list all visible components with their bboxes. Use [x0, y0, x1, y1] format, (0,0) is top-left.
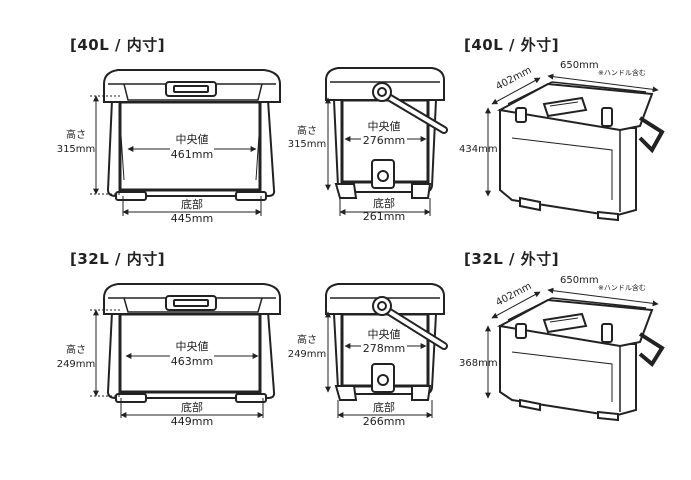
- cooler-32l-side-view: [325, 283, 448, 401]
- header-32l-inner: [32L / 内寸]: [70, 250, 166, 268]
- label-40l-front-center: 中央値: [176, 133, 209, 146]
- label-32l-front-center: 中央値: [176, 340, 209, 353]
- value-32l-side-bottom: 266mm: [363, 415, 405, 428]
- dims-32l-outer: [485, 287, 659, 399]
- label-40l-side-height: 高さ: [297, 124, 317, 137]
- note-32l-outer-width: ※ハンドル含む: [598, 283, 646, 292]
- label-40l-front-bottom: 底部: [181, 197, 203, 211]
- value-32l-outer-height: 368mm: [459, 358, 498, 369]
- value-40l-side-bottom: 261mm: [363, 210, 405, 223]
- value-32l-outer-width: 650mm: [560, 275, 599, 286]
- cooler-32l-isometric-view: [496, 297, 665, 422]
- value-32l-side-height: 249mm: [288, 349, 327, 360]
- value-32l-front-center: 463mm: [171, 355, 213, 368]
- value-40l-front-bottom: 445mm: [171, 212, 213, 225]
- header-40l-inner: [40L / 内寸]: [70, 36, 166, 54]
- value-40l-outer-height: 434mm: [459, 144, 498, 155]
- label-32l-front-bottom: 底部: [181, 400, 203, 414]
- header-32l-outer: [32L / 外寸]: [464, 250, 560, 268]
- dims-40l-outer: [485, 73, 659, 197]
- label-40l-front-height: 高さ: [66, 128, 86, 141]
- value-32l-front-height: 249mm: [57, 359, 96, 370]
- value-32l-outer-depth: 402mm: [494, 281, 533, 309]
- label-40l-side-center: 中央値: [368, 120, 401, 133]
- header-40l-outer: [40L / 外寸]: [464, 36, 560, 54]
- value-40l-outer-width: 650mm: [560, 60, 599, 71]
- label-32l-side-center: 中央値: [368, 328, 401, 341]
- label-32l-front-height: 高さ: [66, 343, 86, 356]
- value-40l-outer-depth: 402mm: [494, 65, 533, 93]
- note-40l-outer-width: ※ハンドル含む: [598, 68, 646, 77]
- value-32l-front-bottom: 449mm: [171, 415, 213, 428]
- value-40l-front-center: 461mm: [171, 148, 213, 161]
- label-32l-side-bottom: 底部: [373, 400, 395, 414]
- value-40l-side-height: 315mm: [288, 139, 327, 150]
- label-40l-side-bottom: 底部: [373, 196, 395, 210]
- value-32l-side-center: 278mm: [363, 342, 405, 355]
- value-40l-side-center: 276mm: [363, 134, 405, 147]
- cooler-40l-isometric-view: [496, 81, 665, 222]
- value-40l-front-height: 315mm: [57, 144, 96, 155]
- label-32l-side-height: 高さ: [297, 333, 317, 346]
